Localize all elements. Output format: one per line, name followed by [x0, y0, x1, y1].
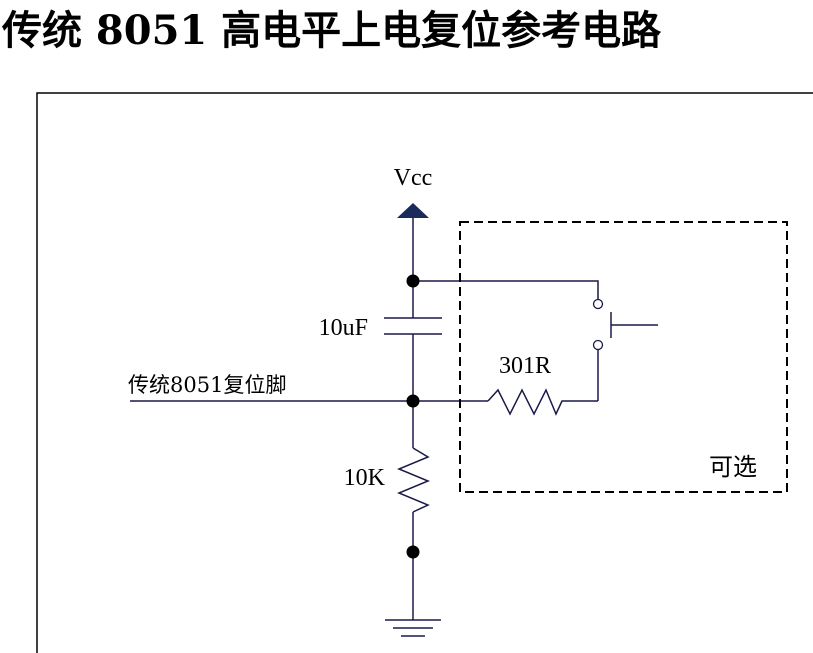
series-resistor-label: 301R	[499, 353, 551, 379]
junction-dot-ground	[406, 545, 420, 559]
pulldown-resistor	[397, 447, 430, 513]
vcc-label: Vcc	[394, 165, 433, 191]
switch-top-wire	[413, 280, 599, 299]
capacitor-label: 10uF	[319, 315, 368, 341]
junction-dot-reset	[406, 394, 420, 408]
optional-section-label: 可选	[709, 453, 757, 481]
reset-pin-label: 传统8051复位脚	[128, 373, 286, 397]
junction-dot-vcc	[406, 274, 420, 288]
page-title: 传统 8051 高电平上电复位参考电路	[2, 7, 662, 54]
switch-contact-top	[592, 298, 604, 310]
optional-section-box	[459, 221, 788, 493]
series-resistor	[487, 388, 598, 416]
switch-contact-bottom	[592, 339, 604, 351]
pulldown-resistor-label: 10K	[344, 465, 386, 491]
diagram-frame	[36, 92, 813, 653]
vcc-arrow-icon	[397, 203, 429, 218]
